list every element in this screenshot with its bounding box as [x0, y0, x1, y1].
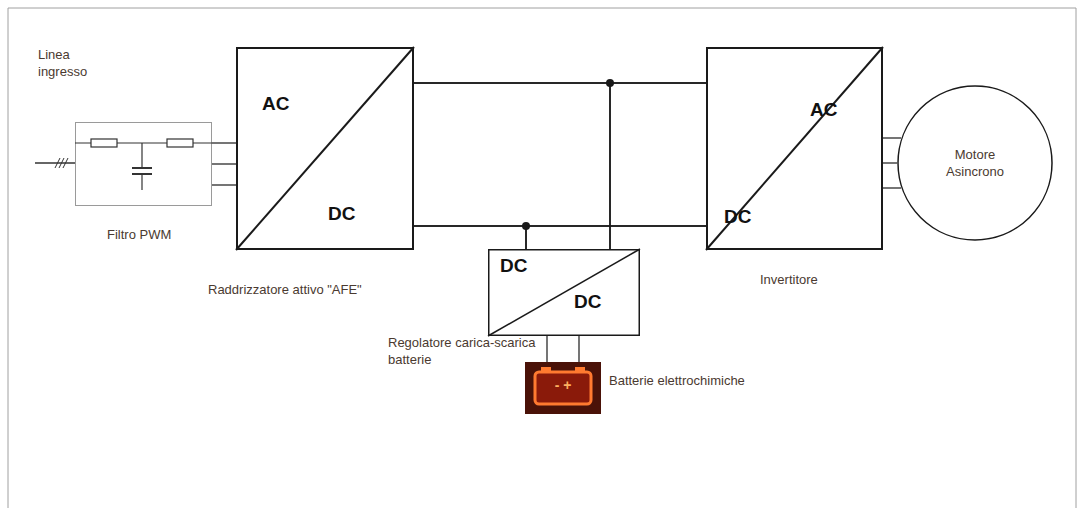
battery-icon: - +Batterie elettrochimiche: [525, 362, 601, 414]
inverter-box: ACDCInvertitore: [706, 47, 883, 250]
motor-label: Motore Asincrono: [925, 146, 1025, 180]
regulator-label: Regolatore carica-scarica batterie: [388, 334, 538, 368]
three-phase-mark: [55, 158, 68, 168]
ac-label: AC: [262, 93, 289, 115]
wire-connector: [414, 79, 614, 249]
battery-label: Batterie elettrochimiche: [609, 372, 789, 389]
pwm-filter: Filtro PWM: [75, 122, 212, 206]
wire-connector: [526, 83, 706, 249]
inverter-label: Invertitore: [760, 271, 910, 288]
dcdc-box: DCDCRegolatore carica-scarica batterie: [488, 249, 640, 336]
wire-connector: [547, 336, 579, 362]
battery-polarity: - +: [525, 377, 601, 394]
ac-label: AC: [810, 99, 837, 121]
rectifier-box: ACDCRaddrizzatore attivo "AFE": [236, 47, 414, 250]
filter-label: Filtro PWM: [107, 226, 227, 243]
wire-connector: [414, 83, 706, 226]
dc-label: DC: [328, 203, 355, 225]
motor-circle: Motore Asincrono: [897, 85, 1053, 241]
wire-connector: [212, 143, 236, 185]
input-label: Linea ingresso: [38, 46, 108, 80]
input-line: [35, 162, 75, 164]
dc-label: DC: [574, 291, 601, 313]
dc-label: DC: [500, 255, 527, 277]
dc-label: DC: [724, 206, 751, 228]
rectifier-label: Raddrizzatore attivo "AFE": [208, 281, 468, 298]
